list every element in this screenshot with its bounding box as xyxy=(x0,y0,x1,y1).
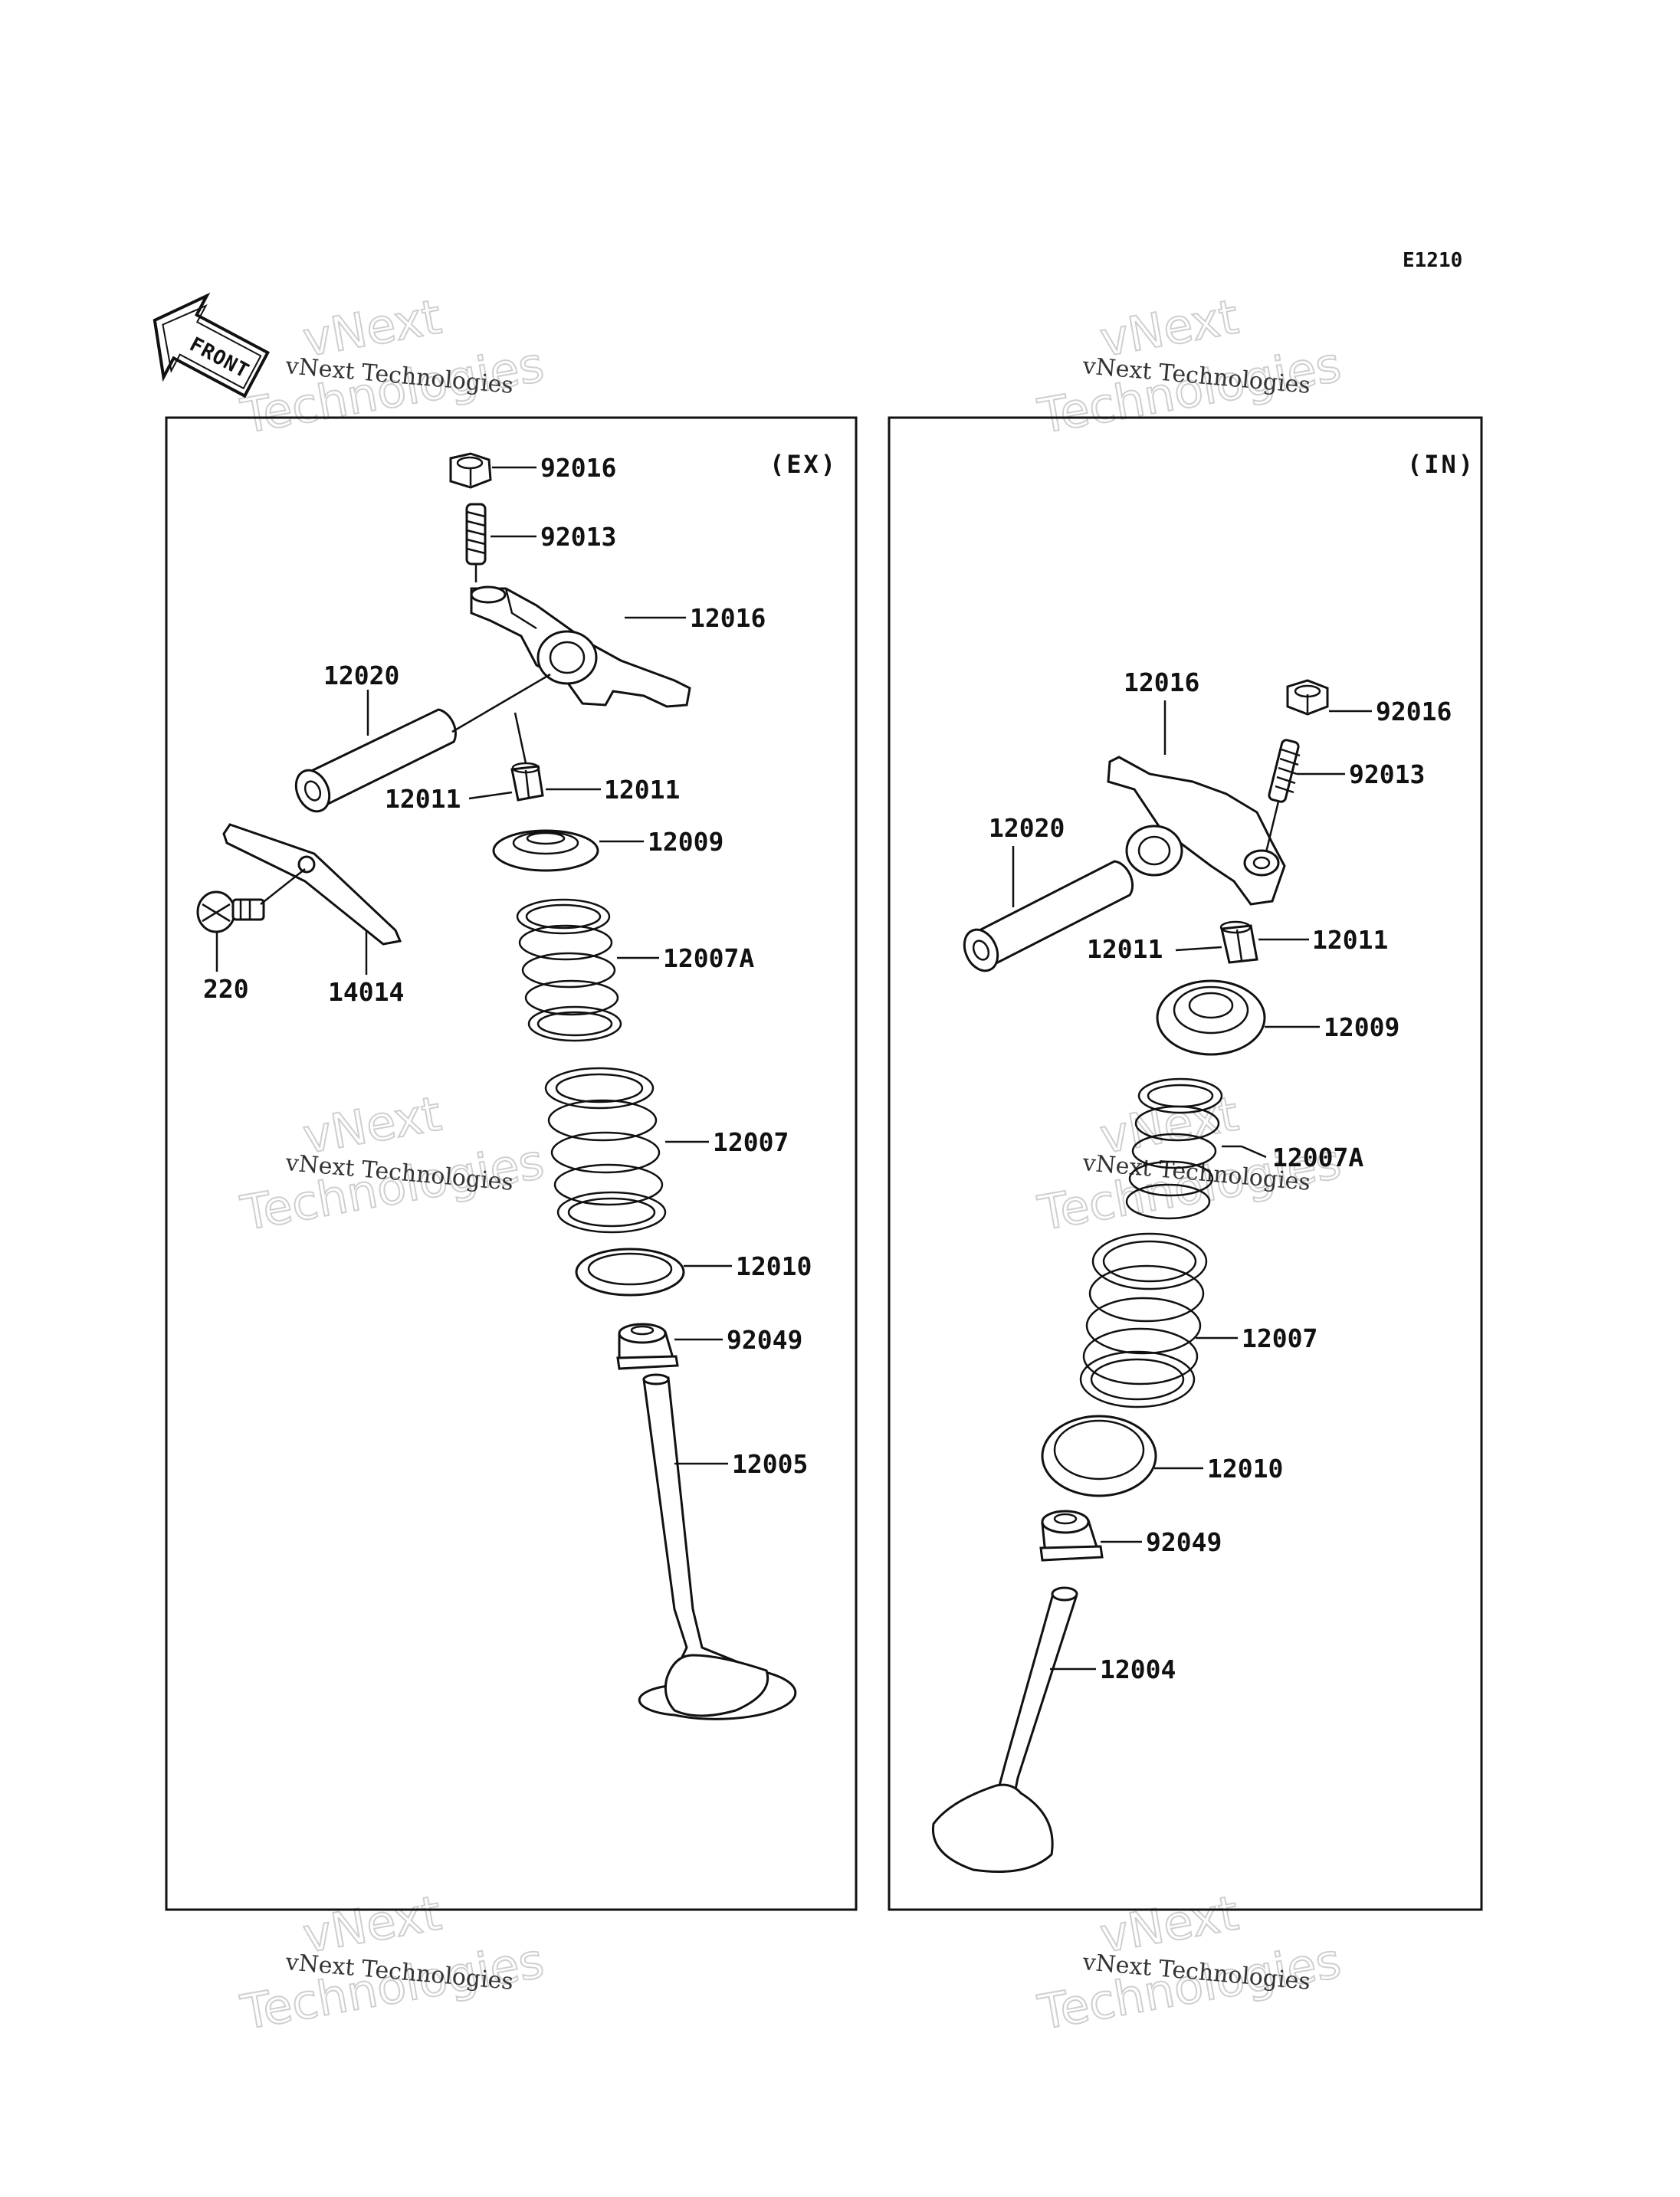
ex-panel-frame xyxy=(165,416,858,1911)
ex-callout-12009: 12009 xyxy=(648,827,724,857)
in-adjusting-screw xyxy=(1265,739,1301,853)
ex-panel-tag: (EX) xyxy=(769,450,838,479)
watermark-bottom-right: vNext Technologies vNext Technologies xyxy=(1033,1884,1346,2041)
ex-spring-seat xyxy=(575,1248,685,1297)
ex-callout-12007a: 12007A xyxy=(663,943,754,973)
ex-callout-92016: 92016 xyxy=(540,453,616,483)
ex-valve-cotters xyxy=(510,762,544,802)
watermarks: vNext Technologies vNext Technologies vN… xyxy=(236,287,1346,2041)
in-intake-valve xyxy=(931,1586,1078,1873)
ex-callout-12007: 12007 xyxy=(713,1127,789,1157)
in-valve-stem-seal xyxy=(1039,1510,1104,1562)
in-callout-12009: 12009 xyxy=(1324,1012,1399,1042)
ex-inner-spring xyxy=(516,898,622,1042)
ex-plate xyxy=(222,823,402,946)
ex-spring-retainer xyxy=(492,829,599,872)
in-callout-12007a: 12007A xyxy=(1272,1143,1363,1172)
in-spring-retainer xyxy=(1156,979,1266,1056)
in-callout-12004: 12004 xyxy=(1100,1654,1176,1684)
ex-bolt-icon xyxy=(196,890,265,933)
ex-rocker-arm xyxy=(470,585,691,708)
in-callout-12016: 12016 xyxy=(1124,667,1199,697)
ex-callout-92049: 92049 xyxy=(727,1325,802,1355)
in-valve-cotters xyxy=(1219,920,1258,964)
watermark-mid-left: vNext Technologies vNext Technologies xyxy=(236,1084,549,1242)
watermark-top-left: vNext Technologies vNext Technologies xyxy=(236,287,549,445)
in-nut xyxy=(1286,679,1329,716)
ex-valve-stem-seal xyxy=(616,1323,679,1370)
ex-nut xyxy=(449,452,492,489)
ex-callout-12010: 12010 xyxy=(736,1251,812,1281)
ex-outer-spring xyxy=(544,1067,667,1234)
in-callout-12011-left: 12011 xyxy=(1087,934,1163,964)
front-arrow-icon: FRONT xyxy=(153,292,271,398)
ex-callout-92013: 92013 xyxy=(540,522,616,552)
in-panel-frame xyxy=(888,416,1483,1911)
ex-callout-12016: 12016 xyxy=(690,603,766,633)
in-callout-92013: 92013 xyxy=(1349,759,1425,789)
ex-callout-12020: 12020 xyxy=(323,661,399,690)
in-rocker-arm xyxy=(1107,756,1286,906)
watermark-top-right: vNext Technologies vNext Technologies xyxy=(1033,287,1346,445)
in-inner-spring xyxy=(1125,1077,1223,1220)
in-spring-seat xyxy=(1041,1415,1157,1497)
ex-callout-220: 220 xyxy=(203,974,249,1004)
in-panel-tag: (IN) xyxy=(1407,450,1475,479)
in-callout-12011-right: 12011 xyxy=(1312,925,1388,955)
in-outer-spring xyxy=(1079,1232,1208,1408)
ex-callout-12011-left: 12011 xyxy=(385,784,461,814)
in-callout-92016: 92016 xyxy=(1376,697,1452,726)
ex-rocker-shaft xyxy=(294,708,457,813)
ex-callout-12005: 12005 xyxy=(732,1449,808,1479)
watermark-bottom-left: vNext Technologies vNext Technologies xyxy=(236,1884,549,2041)
ex-callout-14014: 14014 xyxy=(328,977,404,1007)
diagram-code: E1210 xyxy=(1403,249,1462,272)
in-callout-12020: 12020 xyxy=(989,813,1065,843)
ex-panel: (EX) 92016 92013 12016 xyxy=(196,450,838,1720)
ex-callout-12011-right: 12011 xyxy=(604,775,680,805)
in-callout-92049: 92049 xyxy=(1146,1527,1222,1557)
in-panel: (IN) 12016 92016 92013 xyxy=(931,450,1475,1873)
in-callout-12010: 12010 xyxy=(1207,1454,1283,1484)
in-rocker-shaft xyxy=(963,860,1134,972)
ex-exhaust-valve xyxy=(638,1373,797,1720)
ex-adjusting-screw xyxy=(465,503,487,582)
in-callout-12007: 12007 xyxy=(1242,1323,1317,1353)
